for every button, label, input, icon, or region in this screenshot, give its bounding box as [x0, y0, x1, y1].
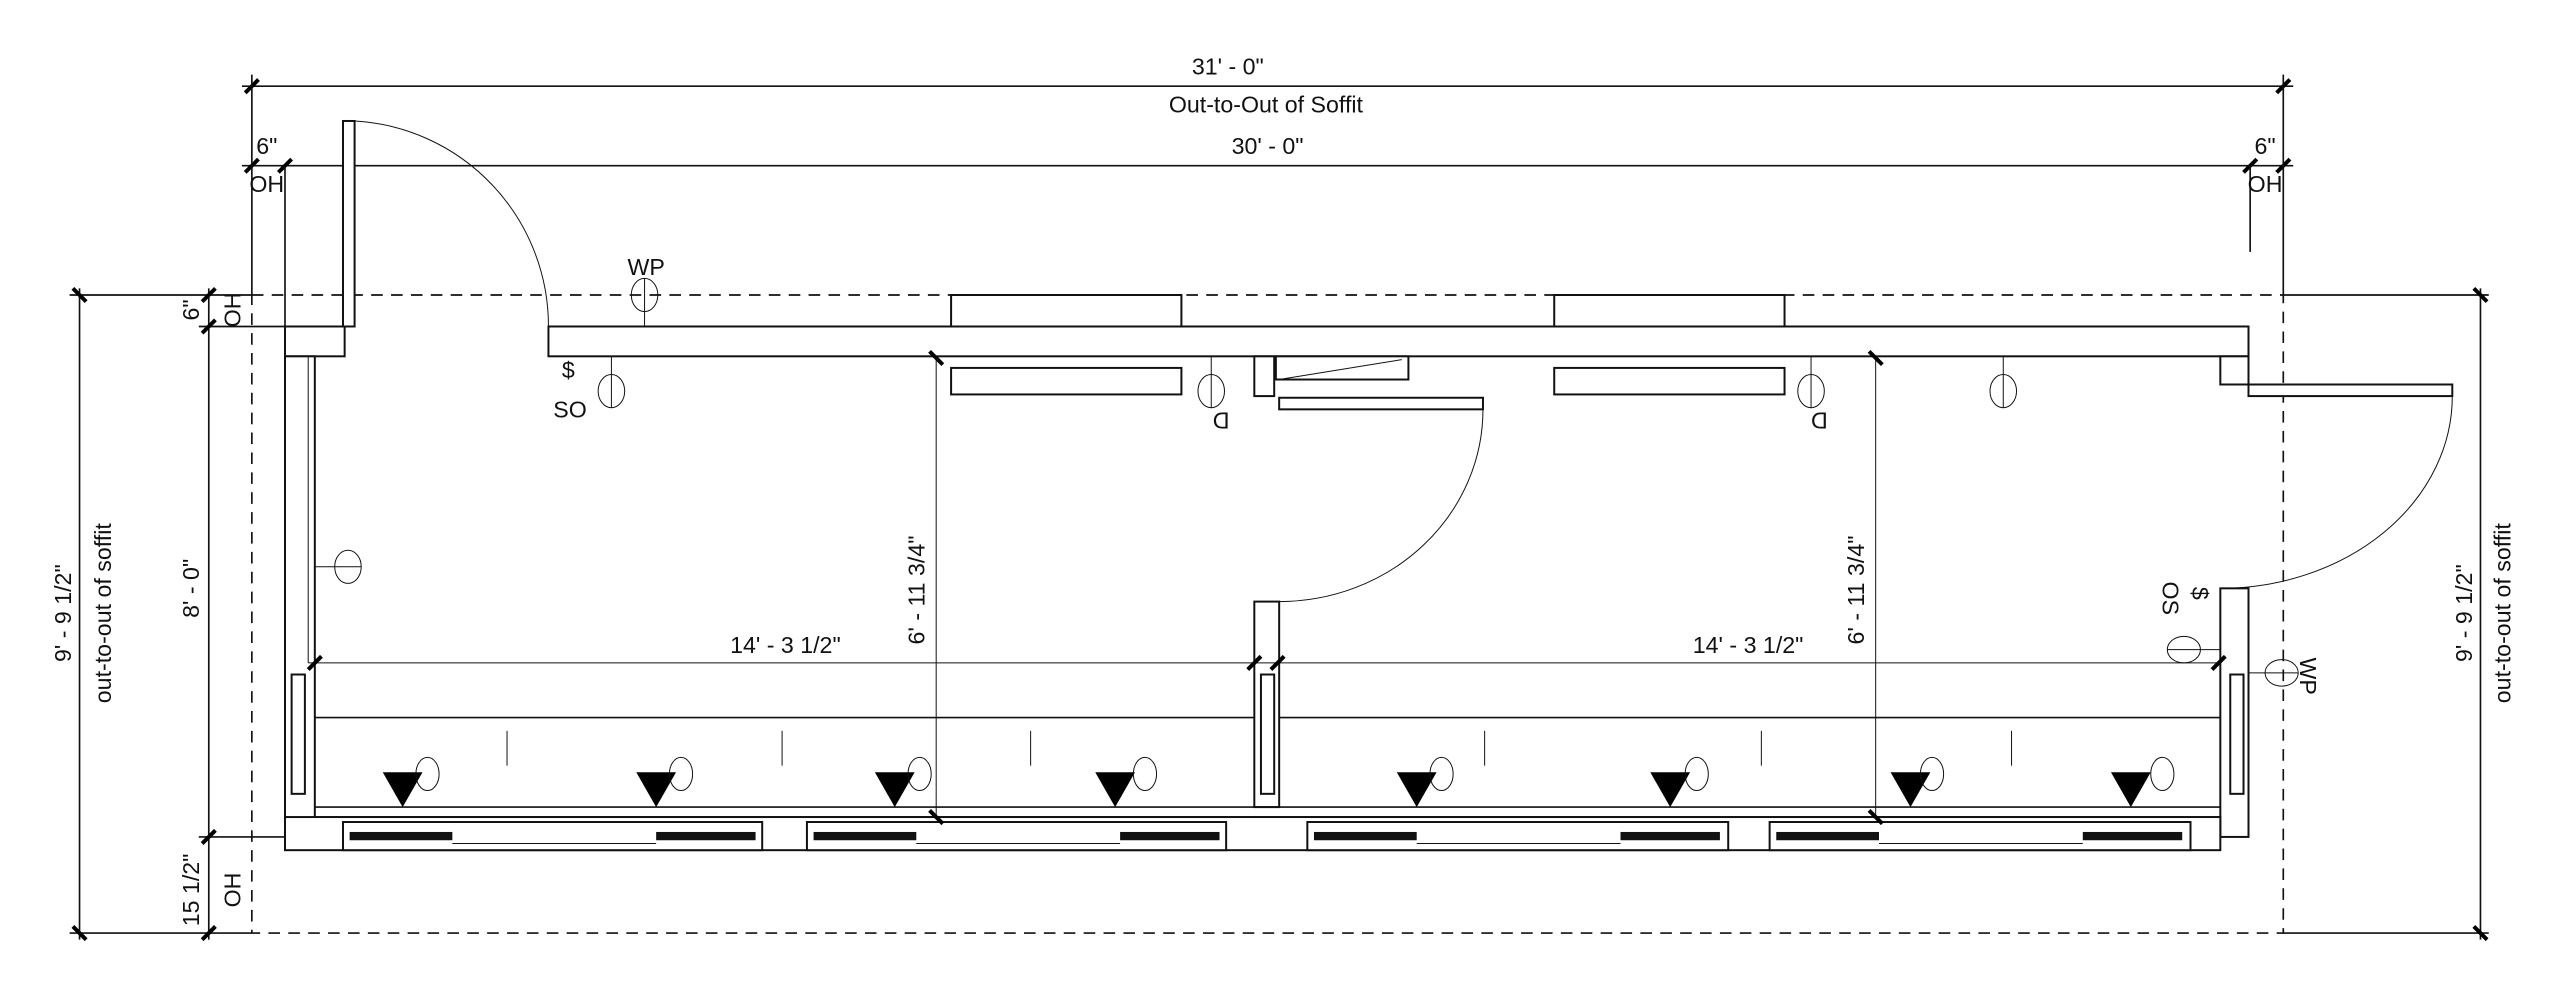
switch-icon: $	[2187, 587, 2213, 600]
room2-depth: 6' - 11 3/4"	[1843, 536, 1869, 645]
overall-width-label: 31' - 0"	[1192, 54, 1264, 80]
bottom-windows	[341, 821, 2192, 852]
top-dimensions: 31' - 0" Out-to-Out of Soffit 30' - 0" 6…	[241, 54, 2294, 327]
marker-triangle-icon	[1095, 756, 1158, 808]
room-depth: 8' - 0"	[178, 559, 204, 618]
soffit-outline	[251, 294, 2285, 934]
left-dimensions: 9' - 9 1/2" out-to-out of soffit 6" OH 8…	[50, 286, 285, 942]
electrical-symbols: WP $ SO D D OS $ WP	[314, 254, 2321, 695]
bottom-markers	[382, 730, 2175, 808]
left-total-caption: out-to-out of soffit	[90, 523, 116, 704]
interior-dimensions: 6' - 11 3/4" 6' - 11 3/4" 14' - 3 1/2" 1…	[306, 349, 2227, 826]
inner-width-label: 30' - 0"	[1232, 133, 1304, 159]
bottom-oh-label: OH	[219, 873, 245, 908]
right-dimensions: 9' - 9 1/2" out-to-out of soffit	[2283, 286, 2515, 942]
d-label-left: D	[1213, 408, 1230, 434]
marker-triangle-icon	[1890, 756, 1945, 808]
right-total-depth: 9' - 9 1/2"	[2451, 564, 2477, 662]
marker-triangle-icon	[874, 756, 932, 808]
switch-icon: $	[562, 357, 575, 383]
right-total-caption: out-to-out of soffit	[2489, 523, 2515, 704]
right-door	[2247, 383, 2454, 398]
os-label-right: OS	[2157, 582, 2183, 616]
bottom-overhang: 15 1/2"	[178, 854, 204, 927]
left-oh-label: OH	[249, 171, 284, 197]
right-overhang-label: 6"	[2254, 133, 2275, 159]
room1-depth: 6' - 11 3/4"	[904, 536, 930, 645]
left-door	[341, 119, 356, 328]
marker-triangle-icon	[382, 756, 440, 808]
left-overhang-label: 6"	[256, 133, 277, 159]
left-total-depth: 9' - 9 1/2"	[50, 564, 76, 662]
marker-triangle-icon	[1650, 756, 1709, 808]
doors	[341, 119, 2454, 603]
middle-door	[1278, 396, 1484, 411]
wp-label-top: WP	[628, 254, 665, 280]
marker-triangle-icon	[636, 756, 694, 808]
d-label-right: D	[1811, 408, 1828, 434]
marker-triangle-icon	[2110, 756, 2175, 808]
room1-width: 14' - 3 1/2"	[730, 632, 841, 658]
top-oh-label: OH	[219, 293, 245, 328]
so-label-left: SO	[553, 397, 587, 423]
room2-width: 14' - 3 1/2"	[1693, 632, 1804, 658]
top-overhang: 6"	[178, 299, 204, 320]
wp-label-right: WP	[2295, 657, 2321, 694]
walls	[284, 294, 2250, 852]
marker-triangle-icon	[1396, 756, 1454, 808]
right-oh-label: OH	[2248, 171, 2283, 197]
overall-caption: Out-to-Out of Soffit	[1169, 92, 1364, 118]
